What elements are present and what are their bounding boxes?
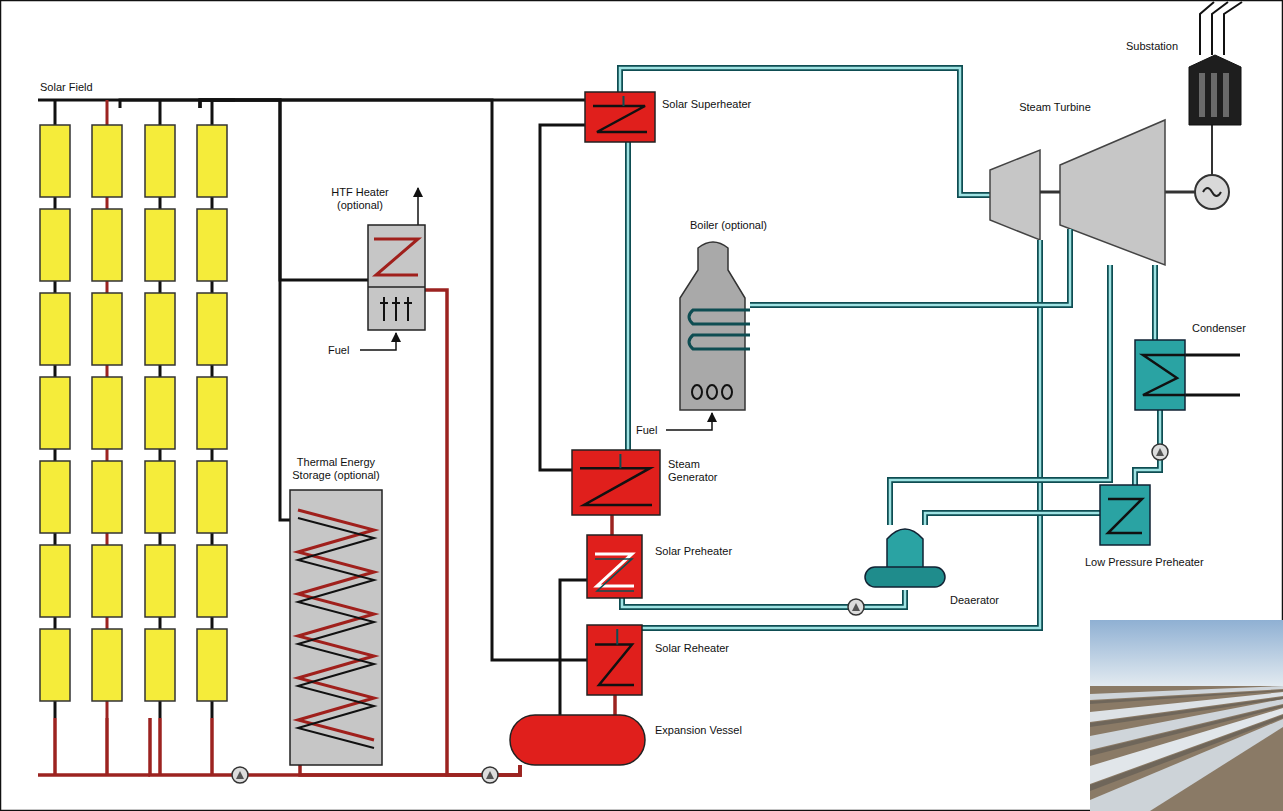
fuel-arrow (666, 413, 712, 430)
component-label: Thermal Energy Storage (optional) (286, 456, 386, 482)
heat-exchanger-shape (572, 450, 660, 515)
component-label: Solar Reheater (655, 642, 735, 655)
heat-exchanger-shape (585, 92, 655, 142)
pipe-stroke (613, 695, 617, 715)
pipe-stroke (627, 142, 630, 450)
trough-photo (1090, 620, 1283, 811)
pipe (540, 125, 585, 470)
component-label: Deaerator (950, 594, 1030, 607)
pipe (612, 515, 613, 535)
pipe-stroke (625, 142, 631, 450)
pipe-stroke (610, 515, 614, 535)
pipe (890, 265, 1110, 525)
pipe-stroke (620, 68, 990, 195)
pipe (425, 290, 520, 775)
heat-exchanger: Solar Superheater (585, 92, 655, 142)
transmission-line (1212, 2, 1228, 55)
pump-symbol (482, 767, 498, 783)
steam-turbine: Steam Turbine (990, 120, 1165, 265)
pipe (200, 100, 587, 660)
pipe-stroke (620, 68, 990, 195)
pipe (628, 142, 629, 450)
pipe-stroke (540, 125, 585, 470)
pipe-stroke (1154, 265, 1157, 340)
heat-exchanger-shape (1100, 485, 1150, 545)
component-label: Expansion Vessel (655, 724, 755, 737)
pipe-stroke (425, 290, 520, 775)
fuel-label: Fuel (636, 424, 666, 437)
pipe-stroke (750, 265, 1070, 305)
fuel-arrow (360, 333, 396, 350)
pipe-stroke (560, 580, 587, 715)
pipe-stroke (925, 513, 1100, 525)
collector-field-shape (30, 108, 235, 718)
pump-symbol (848, 599, 864, 615)
storage-tank: Thermal Energy Storage (optional) (290, 490, 382, 765)
component-label: Substation (1090, 40, 1178, 53)
generator-symbol (1195, 175, 1229, 209)
deaerator-shape (865, 525, 945, 590)
pipe-stroke (750, 265, 1070, 305)
pipe (620, 68, 990, 195)
component-label: Low Pressure Preheater (1085, 556, 1235, 569)
steam-turbine-shape (990, 120, 1165, 265)
heat-exchanger-shape (587, 625, 642, 695)
condenser-shape (1135, 340, 1185, 410)
boiler: Boiler (optional) (675, 240, 750, 410)
component-label: Condenser (1192, 322, 1276, 335)
pump-symbol (232, 767, 248, 783)
pipe-stroke (1152, 265, 1158, 340)
substation-shape (1185, 55, 1245, 125)
substation: Substation (1185, 55, 1245, 125)
pipe-stroke (925, 513, 1100, 525)
heat-exchanger: Solar Reheater (587, 625, 642, 695)
deaerator: Deaerator (865, 525, 945, 590)
component-label: Solar Superheater (662, 98, 762, 111)
component-label: Steam Turbine (1000, 101, 1110, 114)
fuel-label: Fuel (328, 344, 358, 357)
pipe-stroke (890, 265, 1110, 525)
expansion-vessel-shape (510, 715, 645, 765)
condenser: Condenser (1135, 340, 1185, 410)
power-line (1211, 125, 1213, 175)
pump-symbol (1152, 444, 1168, 460)
component-label: Steam Generator (668, 458, 748, 484)
transmission-line (1224, 2, 1242, 55)
storage-tank-shape (290, 490, 382, 765)
heat-exchanger: Solar Preheater (587, 535, 642, 598)
component-label: Boiler (optional) (690, 219, 785, 232)
pipe-stroke (890, 265, 1110, 525)
htf-heater-shape (368, 225, 425, 330)
component-label: Solar Field (40, 81, 200, 94)
pipe (560, 580, 587, 715)
pipe (750, 265, 1070, 305)
htf-heater: HTF Heater (optional) (368, 225, 425, 330)
component-label: HTF Heater (optional) (312, 186, 408, 212)
heat-exchanger: Low Pressure Preheater (1100, 485, 1150, 545)
generator-symbol (1203, 188, 1221, 196)
heat-exchanger: Steam Generator (572, 450, 660, 515)
boiler-shape (675, 240, 750, 410)
component-label: Solar Preheater (655, 545, 735, 558)
pipe-stroke (200, 100, 587, 660)
pipe (925, 513, 1100, 525)
shaft (1165, 191, 1195, 194)
heat-exchanger-shape (587, 535, 642, 598)
pipe (615, 695, 616, 715)
exhaust-arrow (417, 188, 419, 225)
expansion-vessel: Expansion Vessel (510, 715, 645, 765)
collector-field: Solar Field (30, 108, 235, 718)
pipe (1155, 265, 1156, 340)
